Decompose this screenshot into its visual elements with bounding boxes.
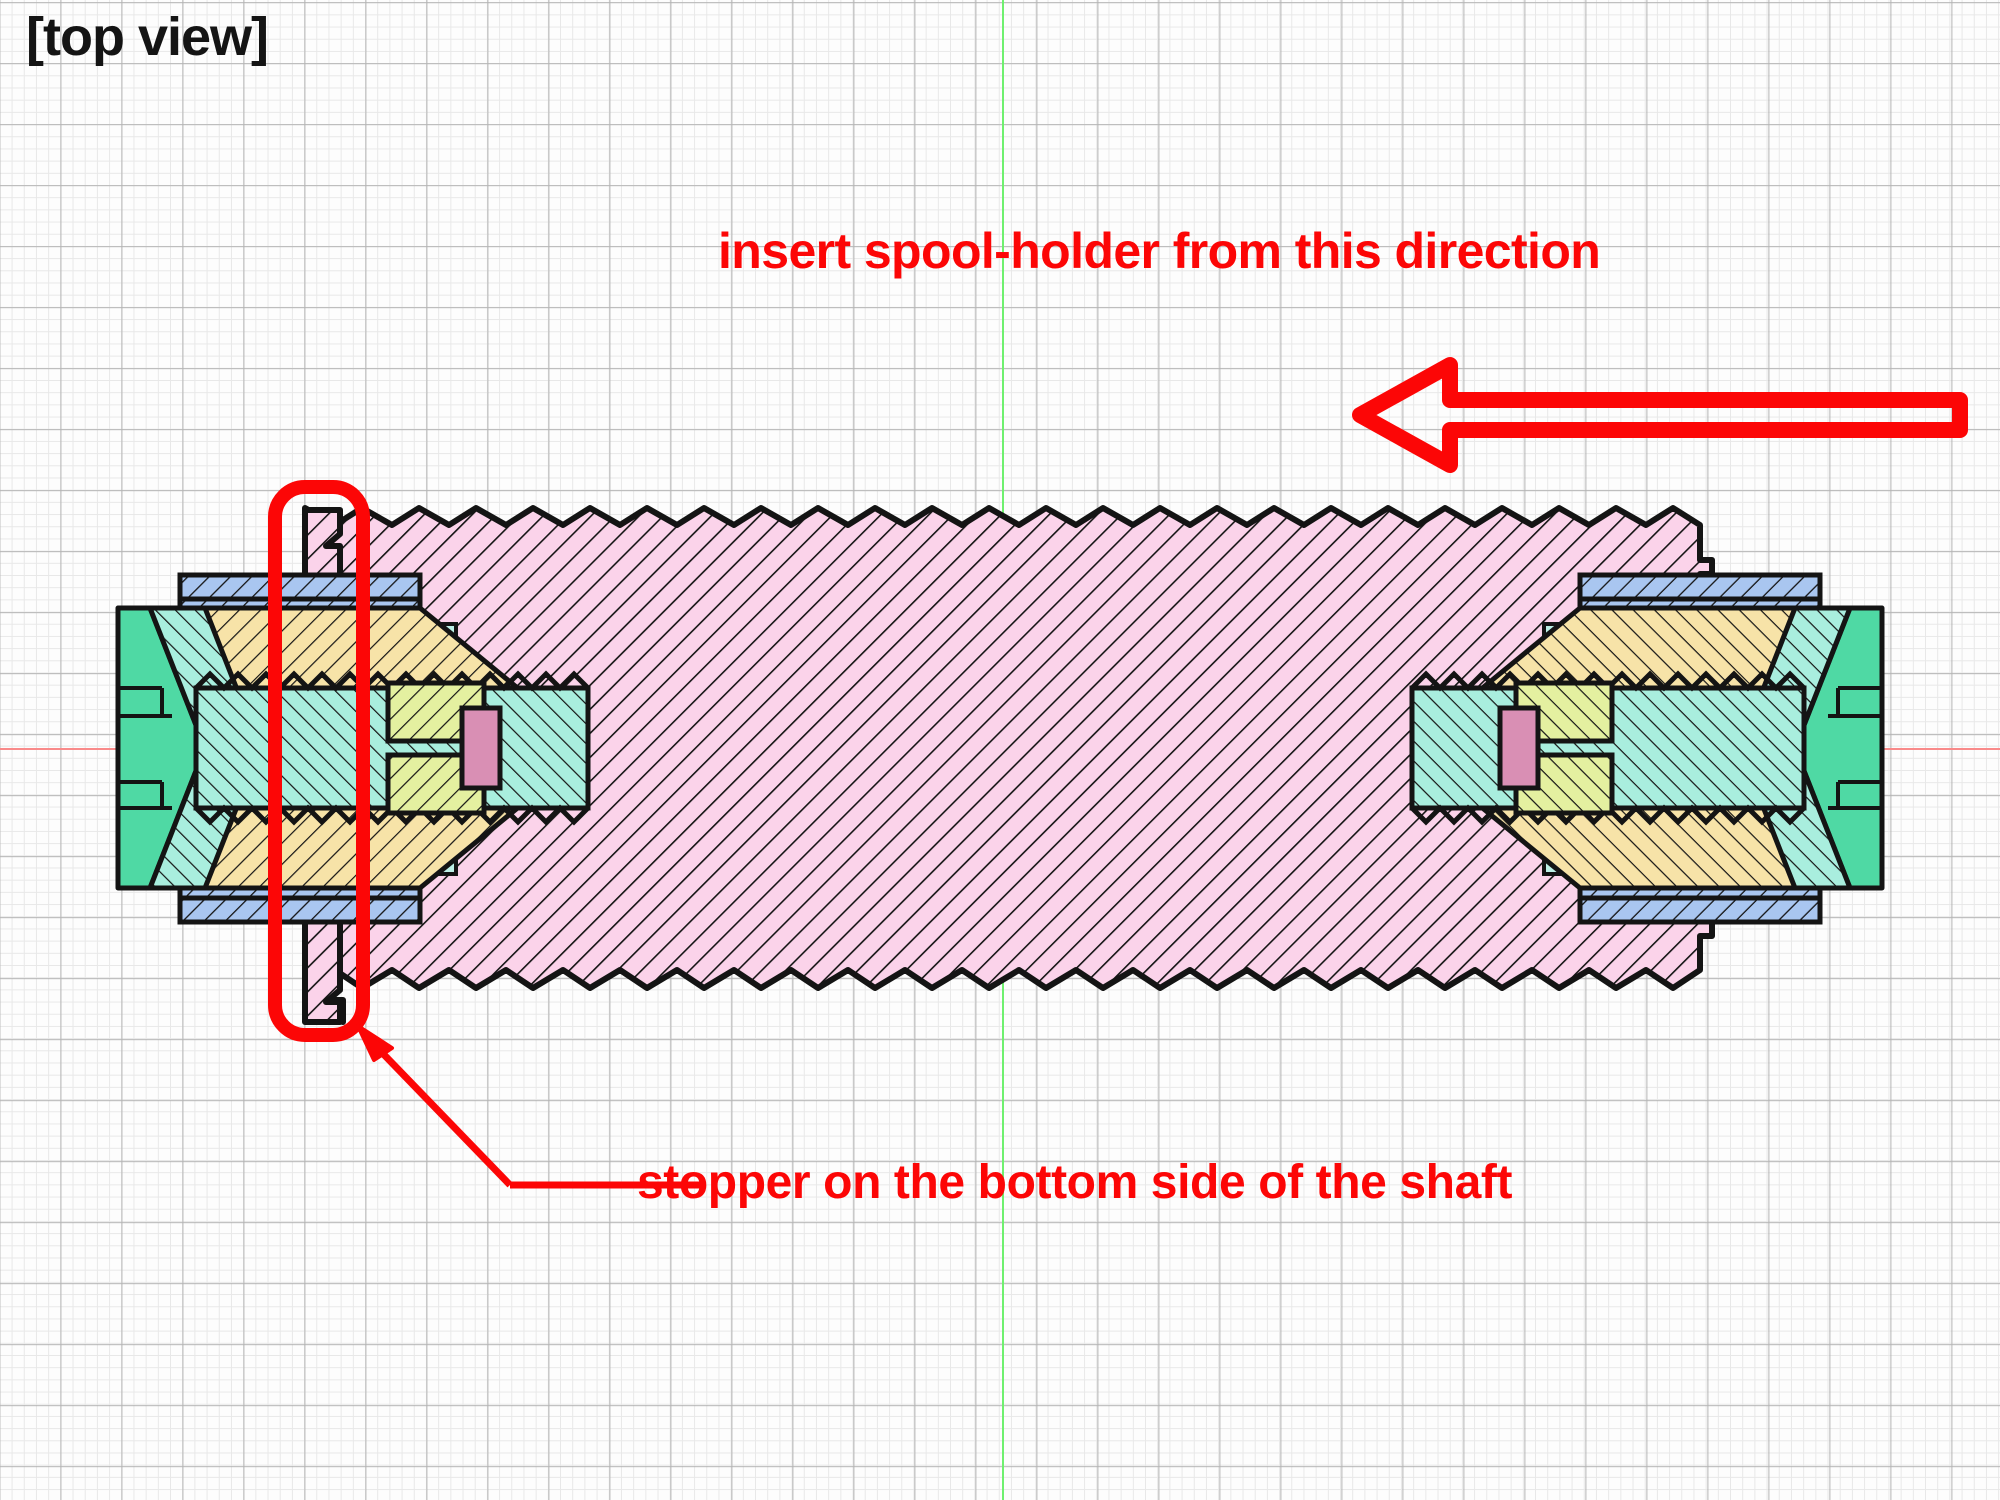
- annotation-overlay: [268, 357, 1968, 1189]
- stopper-highlight-box: [268, 480, 370, 1042]
- page-title: [top view]: [26, 7, 269, 67]
- left-pointing-arrow-icon: [1352, 357, 1968, 473]
- direction-note-label: insert spool-holder from this direction: [718, 223, 1601, 279]
- stopper-leader-diagonal: [362, 1032, 513, 1188]
- stopper-note-label: stopper on the bottom side of the shaft: [637, 1156, 1513, 1209]
- left-end-assembly: [115, 572, 591, 925]
- washer-spacer-left: [459, 705, 503, 791]
- stopper-leader-arrowhead: [356, 1024, 394, 1062]
- right-end-assembly: [1409, 572, 1885, 925]
